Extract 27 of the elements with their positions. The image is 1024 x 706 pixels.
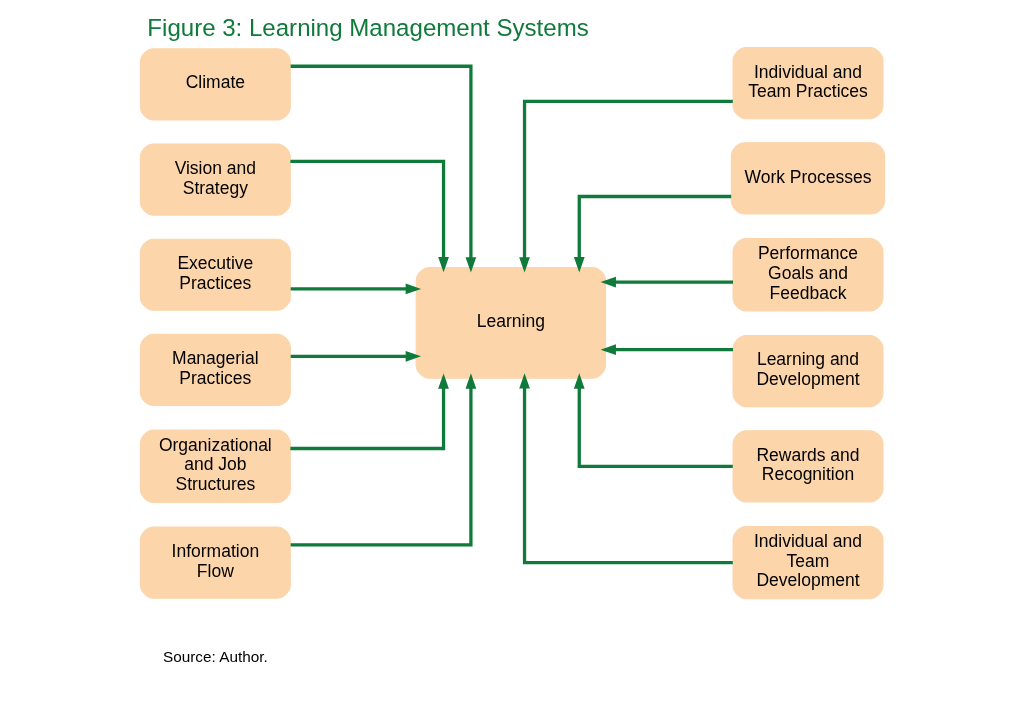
arrow (290, 350, 421, 362)
node-box: Organizational and Job Structures (139, 429, 291, 503)
arrow (290, 283, 421, 295)
node-box: Vision and Strategy (139, 143, 291, 216)
node-box: Learning and Development (732, 334, 884, 408)
node-box: Executive Practices (139, 238, 291, 311)
node-box: Information Flow (139, 526, 291, 599)
node-box: Work Processes (730, 142, 885, 215)
arrow (600, 276, 733, 288)
arrow (600, 344, 733, 356)
diagram-title: Figure 3: Learning Management Systems (146, 14, 589, 42)
node-box: Individual and Team Development (732, 525, 884, 600)
node-box: Performance Goals and Feedback (732, 238, 884, 312)
arrow (289, 159, 449, 273)
arrow (290, 64, 476, 273)
node-box: Rewards and Recognition (732, 430, 884, 503)
node-box: Managerial Practices (139, 333, 291, 407)
arrow (573, 194, 731, 273)
node-box: Climate (139, 48, 291, 121)
node-box: Individual and Team Practices (732, 47, 884, 120)
node-box: Learning (415, 267, 606, 379)
arrow (289, 373, 449, 451)
arrow (573, 373, 733, 468)
arrow (290, 373, 476, 547)
arrow (518, 99, 733, 273)
arrow (518, 373, 733, 565)
label: Source: Author. (162, 647, 268, 665)
